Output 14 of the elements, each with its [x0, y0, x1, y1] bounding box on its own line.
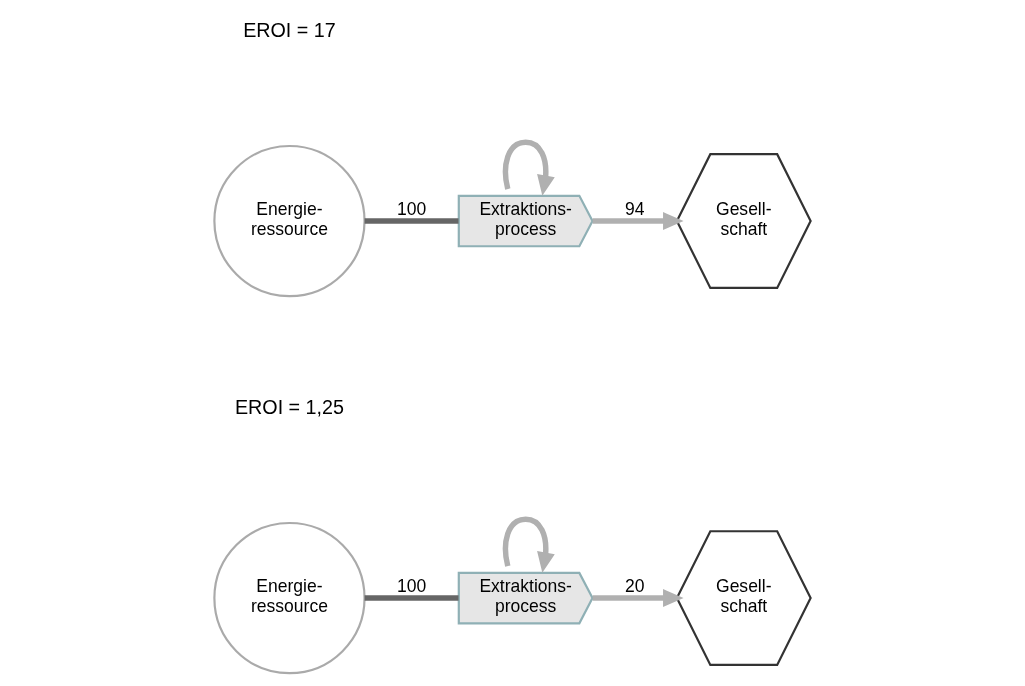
connector — [364, 595, 459, 601]
arrow — [502, 139, 555, 196]
label: EROI = 1,25 — [234, 396, 344, 419]
arrow — [592, 212, 684, 231]
edge-label: 94 — [624, 199, 645, 220]
label: EROI = 17 — [243, 19, 336, 42]
edge-label: 100 — [397, 199, 427, 220]
arrow — [502, 516, 555, 573]
node-circle: Energie- ressource — [213, 144, 366, 298]
arrow — [592, 589, 684, 608]
edge-label: 20 — [624, 576, 645, 597]
connector — [364, 218, 459, 224]
node-circle: Energie- ressource — [213, 521, 366, 675]
edge-label: 100 — [397, 576, 427, 597]
